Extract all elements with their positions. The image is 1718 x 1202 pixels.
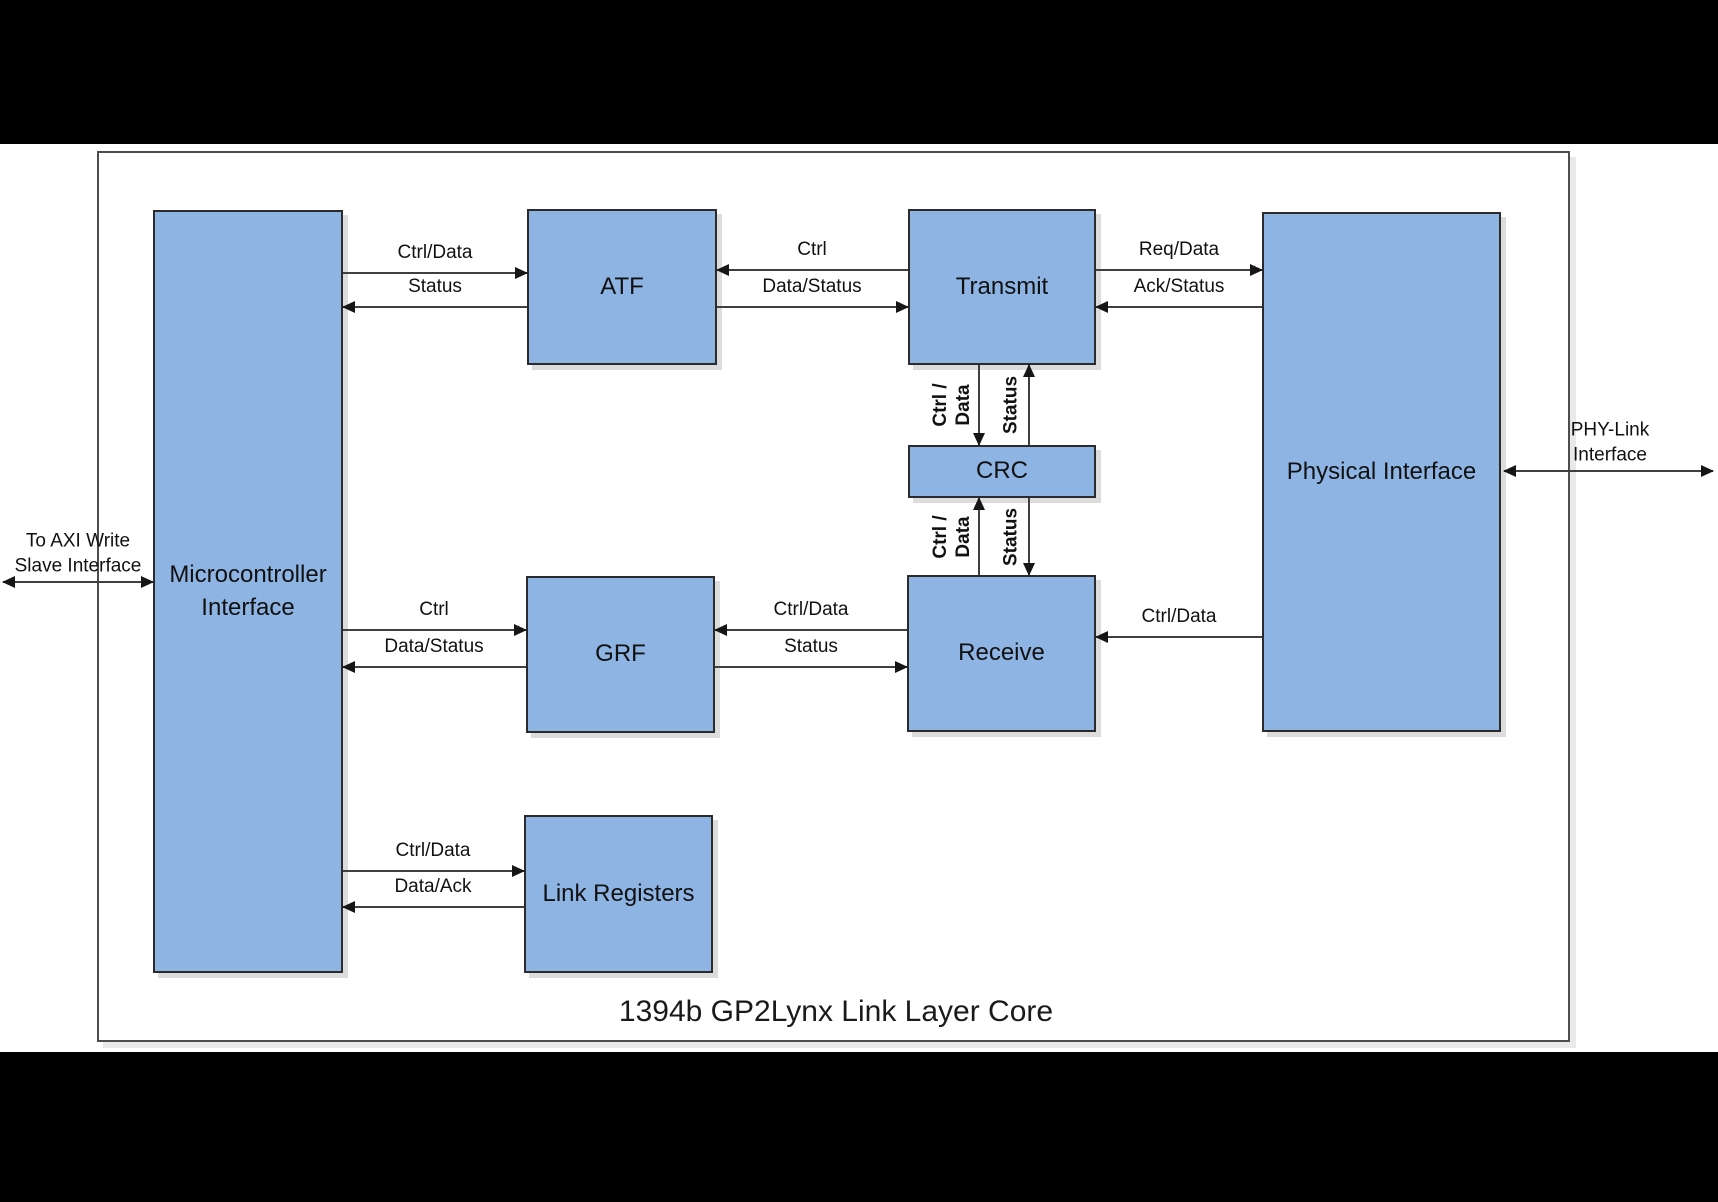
- label-mcu-to-atf: Ctrl/Data: [397, 242, 473, 264]
- arrowhead: [342, 661, 355, 673]
- link-layer-core-boundary: [97, 151, 1570, 1042]
- arrowhead: [973, 433, 985, 446]
- arrow-mcu-to-grf: [343, 624, 527, 636]
- label-linkreg-to-mcu: Data/Ack: [394, 876, 472, 898]
- label-phy-to-receive: Ctrl/Data: [1141, 606, 1217, 628]
- arrow-mcu-to-atf: [343, 267, 528, 279]
- arrowhead: [515, 267, 528, 279]
- arrow-transmit-to-atf: [716, 264, 908, 276]
- label-mcu-to-grf: Ctrl: [419, 599, 449, 621]
- arrowhead: [896, 301, 909, 313]
- block-link-registers: Link Registers: [524, 815, 713, 973]
- label-atf-to-transmit: Data/Status: [762, 276, 862, 298]
- arrow-receive-to-crc: [973, 497, 985, 575]
- arrow-linkreg-to-mcu: [342, 901, 524, 913]
- arrowhead: [514, 624, 527, 636]
- label-crc-to-receive: Status: [1000, 507, 1022, 567]
- label-transmit-to-phy: Req/Data: [1138, 239, 1220, 261]
- label-transmit-to-crc: Ctrl / Data: [930, 383, 974, 427]
- arrowhead: [1503, 465, 1516, 477]
- arrow-atf-to-mcu: [342, 301, 527, 313]
- arrowhead: [895, 661, 908, 673]
- arrowhead: [1095, 631, 1108, 643]
- arrow-phy-to-receive: [1095, 631, 1262, 643]
- arrowhead: [716, 264, 729, 276]
- arrowhead: [342, 901, 355, 913]
- arrowhead: [1095, 301, 1108, 313]
- block-crc: CRC: [908, 445, 1096, 498]
- label-mcu-to-linkreg: Ctrl/Data: [395, 840, 471, 862]
- arrowhead: [1023, 364, 1035, 377]
- label-transmit-to-atf: Ctrl: [797, 239, 827, 261]
- arrow-grf-to-mcu: [342, 661, 526, 673]
- block-atf: ATF: [527, 209, 717, 365]
- label-axi-interface: To AXI Write Slave Interface: [14, 530, 142, 577]
- label-atf-to-mcu: Status: [408, 276, 462, 298]
- arrow-transmit-to-phy: [1096, 264, 1263, 276]
- arrow-grf-to-receive: [715, 661, 908, 673]
- arrowhead: [512, 865, 525, 877]
- arrowhead: [342, 301, 355, 313]
- arrowhead: [714, 624, 727, 636]
- label-grf-to-receive: Status: [784, 636, 838, 658]
- arrow-crc-to-receive: [1023, 498, 1035, 576]
- arrow-crc-to-transmit: [1023, 364, 1035, 445]
- arrowhead: [973, 497, 985, 510]
- arrowhead: [2, 576, 15, 588]
- block-grf: GRF: [526, 576, 715, 733]
- block-receive: Receive: [907, 575, 1096, 732]
- label-receive-to-crc: Ctrl / Data: [930, 515, 974, 559]
- arrowhead: [1701, 465, 1714, 477]
- arrow-receive-to-grf: [714, 624, 907, 636]
- label-phy-link-interface: PHY-Link Interface: [1570, 419, 1650, 466]
- arrowhead: [1023, 563, 1035, 576]
- block-physical-interface: Physical Interface: [1262, 212, 1501, 732]
- label-phy-to-transmit: Ack/Status: [1133, 276, 1225, 298]
- label-receive-to-grf: Ctrl/Data: [773, 599, 849, 621]
- arrow-phy-to-transmit: [1095, 301, 1262, 313]
- arrow-phy-link-interface: [1503, 465, 1714, 477]
- arrow-atf-to-transmit: [717, 301, 909, 313]
- arrowhead: [1250, 264, 1263, 276]
- arrow-transmit-to-crc: [973, 365, 985, 446]
- block-transmit: Transmit: [908, 209, 1096, 365]
- label-grf-to-mcu: Data/Status: [384, 636, 484, 658]
- diagram-title: 1394b GP2Lynx Link Layer Core: [618, 995, 1054, 1028]
- block-microcontroller-interface: Microcontroller Interface: [153, 210, 343, 973]
- label-crc-to-transmit: Status: [1000, 375, 1022, 435]
- arrowhead: [141, 576, 154, 588]
- arrow-mcu-to-linkreg: [343, 865, 525, 877]
- arrow-axi-interface: [2, 576, 154, 588]
